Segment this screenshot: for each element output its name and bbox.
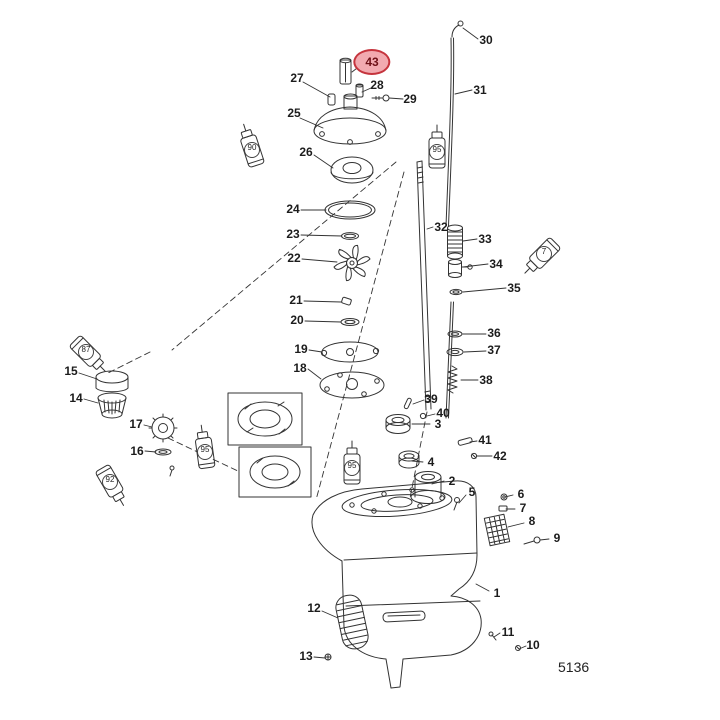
callout-27[interactable]: 27: [290, 71, 304, 85]
callout-40[interactable]: 40: [436, 406, 450, 420]
tube-label-90-0: 90: [244, 142, 260, 158]
callout-6[interactable]: 6: [517, 487, 525, 501]
callout-39[interactable]: 39: [424, 392, 438, 406]
brand-sticker: [382, 610, 426, 623]
callout-33[interactable]: 33: [478, 232, 492, 246]
tube-label-87-3: 87: [78, 344, 94, 360]
callout-34[interactable]: 34: [489, 257, 503, 271]
callout-16[interactable]: 16: [130, 444, 144, 458]
callout-10[interactable]: 10: [526, 638, 540, 652]
callout-14[interactable]: 14: [69, 391, 83, 405]
callout-31[interactable]: 31: [473, 83, 487, 97]
callout-11[interactable]: 11: [501, 625, 515, 639]
callout-28[interactable]: 28: [370, 78, 384, 92]
callout-4[interactable]: 4: [427, 455, 435, 469]
diagram-number: 5136: [558, 659, 590, 675]
tube-label-95-1: 95: [429, 144, 445, 160]
pin-28: [355, 83, 364, 98]
exhaust-grille: [324, 594, 369, 661]
callout-38[interactable]: 38: [479, 373, 493, 387]
dowel-pin-43: [339, 57, 352, 85]
callout-42[interactable]: 42: [493, 449, 507, 463]
callout-41[interactable]: 41: [478, 433, 492, 447]
callout-29[interactable]: 29: [403, 92, 417, 106]
water-pump-assembly: [313, 57, 390, 399]
driveshaft: [416, 160, 432, 411]
callout-2[interactable]: 2: [448, 474, 456, 488]
callout-23[interactable]: 23: [286, 227, 300, 241]
gasket-18: [319, 371, 385, 399]
callout-19[interactable]: 19: [294, 342, 308, 356]
callout-12[interactable]: 12: [307, 601, 321, 615]
bearing-insets: [227, 392, 312, 498]
driveshaft-bearings: [385, 414, 446, 504]
callout-3[interactable]: 3: [434, 417, 442, 431]
callout-18[interactable]: 18: [293, 361, 307, 375]
pump-insert-26: [330, 156, 374, 184]
callout-32[interactable]: 32: [434, 220, 448, 234]
pump-cover-25: [313, 93, 387, 145]
callout-37[interactable]: 37: [487, 343, 501, 357]
tube-label-95-4: 95: [197, 444, 213, 460]
callout-43[interactable]: 43: [353, 49, 391, 75]
callout-24[interactable]: 24: [286, 202, 300, 216]
callout-26[interactable]: 26: [299, 145, 313, 159]
callout-22[interactable]: 22: [287, 251, 301, 265]
callout-36[interactable]: 36: [487, 326, 501, 340]
shift-linkage-parts: [403, 224, 478, 460]
callout-21[interactable]: 21: [289, 293, 303, 307]
callout-35[interactable]: 35: [507, 281, 521, 295]
bearing-carrier-2: [410, 471, 446, 504]
callout-30[interactable]: 30: [479, 33, 493, 47]
impeller-key-21: [341, 296, 352, 306]
callout-5[interactable]: 5: [468, 485, 476, 499]
callout-17[interactable]: 17: [129, 417, 143, 431]
callout-15[interactable]: 15: [64, 364, 78, 378]
callout-9[interactable]: 9: [553, 531, 561, 545]
callout-20[interactable]: 20: [290, 313, 304, 327]
tube-label-95-5: 95: [344, 460, 360, 476]
tube-label-7-2: 7: [536, 246, 552, 262]
face-plate-19: [320, 341, 380, 363]
shift-shaft-screw: [457, 20, 464, 27]
stud-27: [327, 93, 336, 106]
callout-7[interactable]: 7: [519, 501, 527, 515]
shift-shaft: [445, 20, 464, 419]
water-intake-screen: [483, 513, 511, 547]
impeller-22: [333, 243, 371, 283]
callout-25[interactable]: 25: [287, 106, 301, 120]
callout-13[interactable]: 13: [299, 649, 313, 663]
callout-8[interactable]: 8: [528, 514, 536, 528]
dashed-alignment-lines: [105, 161, 428, 501]
leader-lines: [78, 27, 550, 659]
housing-fasteners: [453, 493, 541, 651]
callout-1[interactable]: 1: [493, 586, 501, 600]
tube-label-92-6: 92: [102, 474, 118, 490]
